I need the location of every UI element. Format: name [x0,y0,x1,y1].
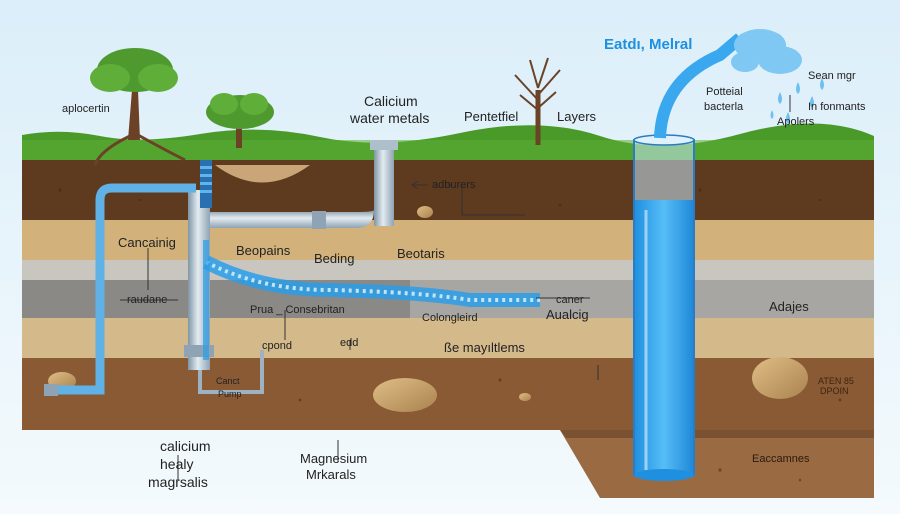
label-layers: Layers [557,109,597,124]
label-potential: Pentetfiel [464,109,519,124]
label-canging: Cancainig [118,235,176,250]
riser-stripes [200,166,212,193]
left-pipe-end [44,384,58,396]
label-aporels: Apolers [777,116,815,128]
label-bedtaris: Beotaris [397,246,445,261]
label-calicium: calicium [160,438,211,454]
label-potential-bacteria-2: bacterla [704,101,744,113]
horizontal-pipe-upper [206,210,374,228]
label-caner: caner [556,294,584,306]
label-aten: ATEN 85 [818,376,854,386]
label-magnesium: Magnesium [300,451,368,466]
rock-boulder-right [752,357,808,399]
pump-line [198,350,264,394]
label-water-metals: water metals [350,110,430,126]
label-potential-bacteria-1: Potteial [706,86,743,98]
water-spout [654,33,744,139]
label-minerals: Mrkarals [306,467,356,482]
label-colongleird: Colongleird [422,312,478,324]
label-canct: Canct [216,376,240,386]
left-blue-pipe [50,200,105,395]
lower-ground-edge [560,430,874,438]
tree-bare [514,57,561,145]
label-calcium: Calicium [364,93,418,109]
label-healy: healy [160,456,194,472]
label-dpon: DPOIN [820,386,849,396]
sand-layer [22,220,874,260]
aquifer-water-bubbles [205,260,540,302]
label-press-consebritan: Prua _ Consebritan [250,304,345,316]
label-bedpains: Beopains [236,243,291,258]
label-raudane: raudane [127,294,168,306]
label-in-formants: In fonmants [808,101,866,113]
label-adajes: Adajes [769,299,809,314]
label-see-may-items: ße mayıltlems [444,340,525,355]
label-eaccaimes: Eaccamnes [752,453,810,465]
label-edd: edd [340,337,359,349]
left-blue-pipe-top [95,183,196,201]
tree-center [206,93,274,148]
label-pump: Pump [218,389,242,399]
tan-layer [22,318,874,358]
clay-layer [22,358,874,430]
label-magrsalis: magrsalis [148,474,208,490]
pipe-cap [370,140,398,150]
label-adducers: adburers [432,179,476,191]
light-gravel-layer [22,260,874,280]
label-sean-ingr: Sean mgr [808,70,856,82]
label-aualeig: Aualcig [546,307,589,322]
rock-boulder-center [373,378,437,412]
well-cylinder-base [634,469,694,481]
rock-pebble-top [417,206,433,218]
annotation-leaders [120,95,791,480]
water-droplets [770,78,824,124]
label-bedling: Beding [314,251,355,266]
well-water-column [634,200,694,475]
rock-pebble [519,393,531,401]
label-roots: aplocertin [62,103,110,115]
vertical-pipe-surface [374,140,394,226]
pipe-coupling [312,211,326,229]
well-bottom-collar [184,345,214,357]
lower-ground-step [560,430,874,498]
cloud-splash [731,29,802,74]
tree-left [90,48,186,166]
label-cpond: cpond [262,340,292,352]
diagram-title: Eatdı, Melral [604,36,693,53]
dug-pit [215,165,310,183]
